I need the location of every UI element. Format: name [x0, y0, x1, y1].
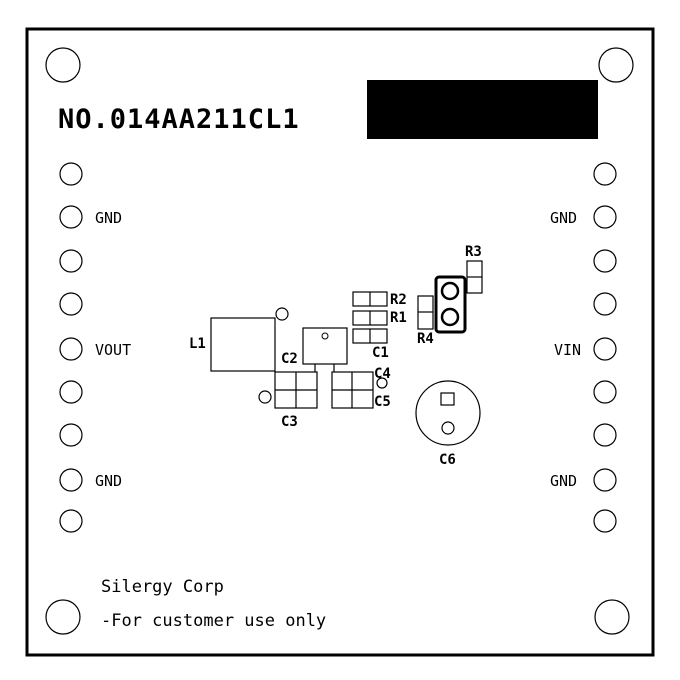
capacitor-c1-footprint [352, 328, 388, 344]
c4-label: C4 [374, 366, 391, 382]
inductor-l1-label: L1 [189, 336, 206, 352]
right-pin [593, 468, 617, 492]
jumper-pin [440, 307, 460, 327]
company-name: Silergy Corp [101, 577, 224, 597]
left-gnd-bottom-label: GND [95, 472, 122, 490]
right-pin [593, 249, 617, 273]
left-vout-label: VOUT [95, 341, 131, 359]
mounting-hole-bottom-right [594, 599, 630, 635]
part-number: NO.014AA211CL1 [58, 104, 300, 135]
c1-label: C1 [372, 345, 389, 361]
ic-package [302, 327, 348, 365]
left-pin [59, 292, 83, 316]
left-pin [59, 423, 83, 447]
resistor-r3-footprint [466, 260, 483, 294]
left-pin [59, 249, 83, 273]
left-pin [59, 380, 83, 404]
ic-pin1-marker [321, 332, 329, 340]
left-header [59, 162, 83, 533]
right-gnd-bottom-label: GND [550, 472, 577, 490]
c3-polarity-marker [258, 390, 272, 404]
resistor-r4-footprint [417, 295, 434, 330]
right-pin [593, 292, 617, 316]
right-pin [593, 162, 617, 186]
board-outline [25, 27, 655, 657]
label-block [367, 80, 598, 139]
right-pin [593, 509, 617, 533]
left-pin [59, 337, 83, 361]
c4-c5-marker [376, 377, 388, 389]
capacitor-c6-outline [415, 380, 481, 446]
left-pin [59, 162, 83, 186]
mounting-hole-top-right [598, 47, 634, 83]
jumper-header [434, 275, 467, 334]
mounting-hole-bottom-left [45, 599, 81, 635]
c6-round-pad [441, 421, 455, 435]
r4-label: R4 [417, 331, 434, 347]
r1-label: R1 [390, 310, 407, 326]
c6-label: C6 [439, 452, 456, 468]
left-pin [59, 205, 83, 229]
capacitor-c3-footprint [274, 364, 318, 409]
resistor-r2-footprint [352, 291, 388, 307]
left-gnd-top-label: GND [95, 209, 122, 227]
right-pin [593, 380, 617, 404]
jumper-pin [440, 281, 460, 301]
right-gnd-top-label: GND [550, 209, 577, 227]
left-pin [59, 509, 83, 533]
c6-square-pad [440, 392, 455, 406]
right-pin [593, 205, 617, 229]
right-pin [593, 423, 617, 447]
c2-label: C2 [281, 351, 298, 367]
inductor-l1-pin1-marker [275, 307, 289, 321]
right-pin [593, 337, 617, 361]
c5-label: C5 [374, 394, 391, 410]
r2-label: R2 [390, 292, 407, 308]
right-header [593, 162, 617, 533]
capacitor-c4-c5-footprint [331, 364, 374, 409]
inductor-l1-outline [210, 317, 276, 372]
left-pin [59, 468, 83, 492]
c3-label: C3 [281, 414, 298, 430]
mounting-hole-top-left [45, 47, 81, 83]
resistor-r1-footprint [352, 310, 388, 326]
usage-note: -For customer use only [101, 611, 326, 631]
r3-label: R3 [465, 244, 482, 260]
right-vin-label: VIN [554, 341, 581, 359]
